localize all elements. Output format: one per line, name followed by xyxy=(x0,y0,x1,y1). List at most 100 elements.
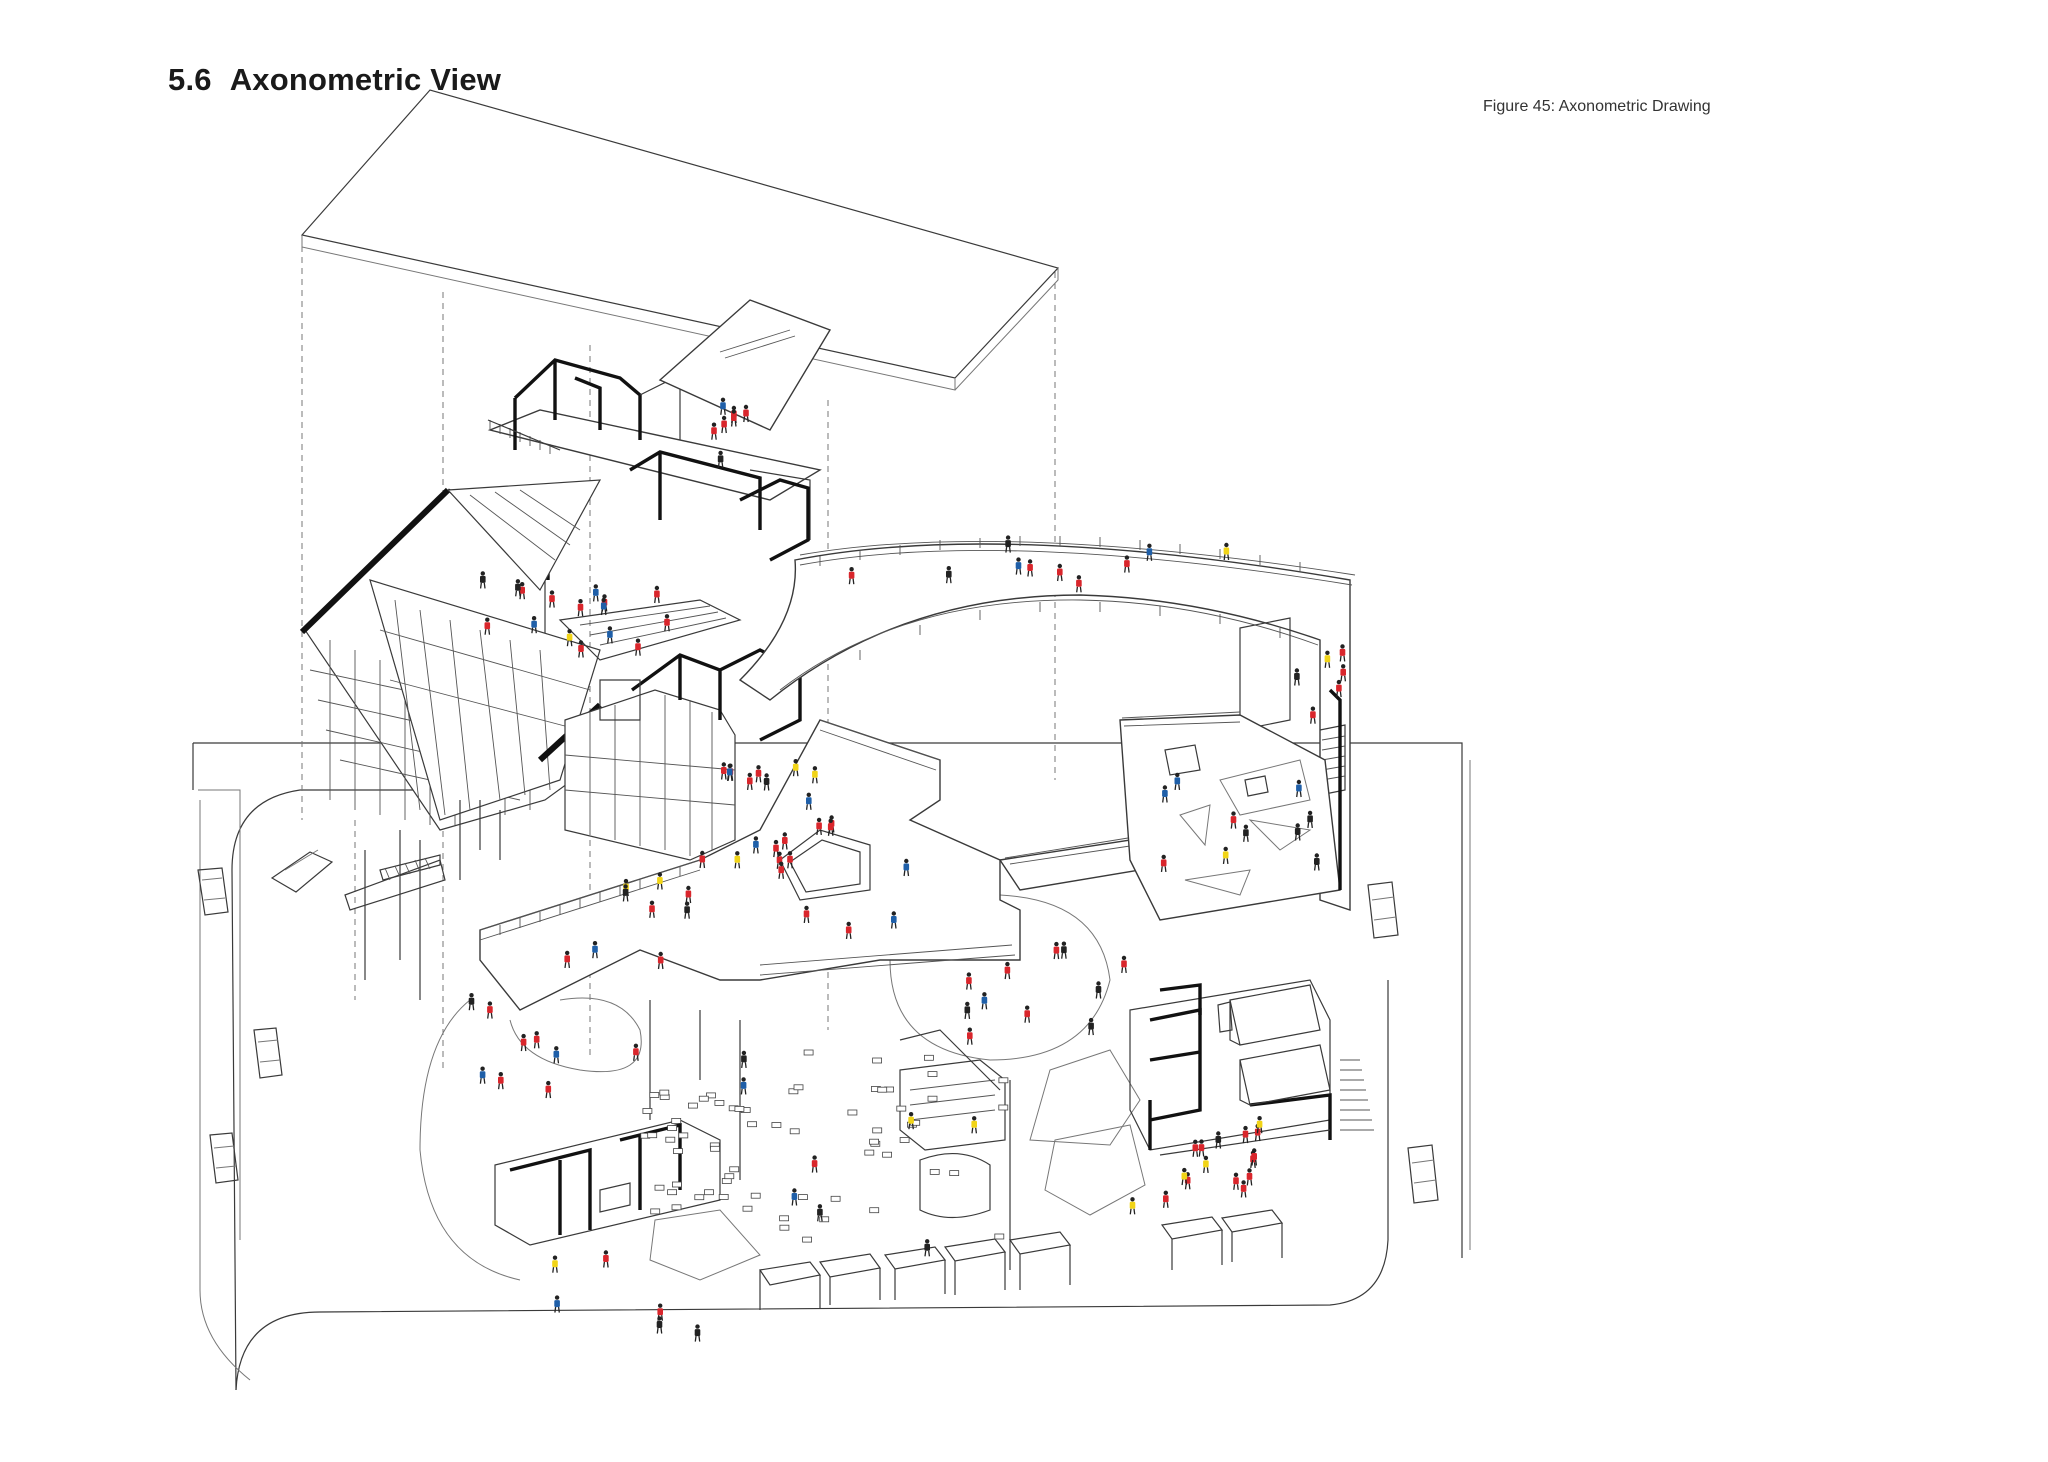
cafe-table xyxy=(698,1095,709,1102)
person-figure xyxy=(720,397,726,415)
cafe-table xyxy=(694,1194,705,1201)
cafe-table xyxy=(929,1169,940,1175)
person-figure xyxy=(694,1324,701,1342)
person-figure xyxy=(603,1250,609,1268)
person-figure xyxy=(1336,679,1342,698)
roof-plane xyxy=(300,89,1060,391)
person-figure xyxy=(468,993,475,1011)
person-figure xyxy=(1024,1005,1031,1023)
cafe-table xyxy=(729,1166,740,1173)
cafe-table xyxy=(654,1184,665,1191)
person-figure xyxy=(924,1239,931,1257)
curved-walkway xyxy=(738,536,1356,911)
car-northwest xyxy=(270,849,334,893)
person-figure xyxy=(656,1316,663,1334)
section-title: Axonometric View xyxy=(229,62,502,97)
cafe-table xyxy=(847,1109,858,1116)
person-figure xyxy=(545,1080,552,1099)
cafe-table xyxy=(671,1204,682,1211)
person-figure xyxy=(1230,811,1237,829)
person-figure xyxy=(743,404,749,423)
person-figure xyxy=(730,409,737,427)
car-west-2 xyxy=(253,1027,283,1079)
curved-glass-block xyxy=(564,648,802,861)
person-figure xyxy=(903,858,910,877)
cafe-table xyxy=(819,1216,830,1223)
person-figure xyxy=(607,626,613,644)
person-figure xyxy=(1056,563,1063,582)
cafe-table xyxy=(704,1189,714,1196)
entrance-canopy xyxy=(344,854,446,911)
person-figure xyxy=(1061,941,1067,959)
cafe-table xyxy=(899,1137,910,1143)
person-figure xyxy=(552,1255,558,1273)
person-figure xyxy=(981,992,988,1010)
person-figure xyxy=(1223,542,1230,561)
cafe-table xyxy=(896,1105,907,1112)
cafe-table xyxy=(721,1178,732,1184)
cafe-table xyxy=(672,1181,682,1188)
cafe-table xyxy=(779,1215,789,1222)
person-figure xyxy=(1181,1167,1188,1186)
person-figure xyxy=(664,614,670,632)
person-figure xyxy=(720,762,727,780)
person-figure xyxy=(1240,1180,1247,1198)
cafe-table xyxy=(882,1151,892,1158)
person-figure xyxy=(1251,1148,1258,1166)
cafe-table xyxy=(998,1077,1009,1084)
person-figure xyxy=(787,851,793,869)
person-figure xyxy=(553,1046,560,1064)
person-figure xyxy=(479,571,486,589)
cafe-table xyxy=(994,1233,1005,1240)
person-figure xyxy=(1027,559,1033,577)
person-figure xyxy=(1005,535,1011,553)
cafe-table xyxy=(742,1205,753,1212)
person-figure xyxy=(746,772,753,790)
person-figure xyxy=(1222,846,1229,864)
person-figure xyxy=(803,905,810,923)
cafe-table xyxy=(714,1100,725,1106)
cafe-table xyxy=(649,1092,660,1098)
cafe-table xyxy=(665,1136,676,1143)
person-figure xyxy=(484,617,491,635)
car-west-3 xyxy=(209,1132,239,1184)
person-figure xyxy=(1198,1139,1205,1157)
cafe-table xyxy=(750,1192,761,1199)
person-figure xyxy=(566,629,573,647)
person-figure xyxy=(734,851,741,869)
cafe-table xyxy=(667,1125,677,1131)
person-figure xyxy=(1339,644,1346,662)
person-figure xyxy=(592,584,599,602)
person-figure xyxy=(792,759,799,777)
cafe-table xyxy=(949,1170,960,1176)
upper-office-block xyxy=(487,299,832,562)
person-figure xyxy=(657,951,664,970)
cafe-table xyxy=(869,1207,880,1214)
market-tents xyxy=(758,1209,1284,1310)
cafe-table xyxy=(650,1208,661,1215)
person-figure xyxy=(753,836,759,854)
person-figure xyxy=(635,638,641,656)
person-figure xyxy=(890,911,897,929)
cafe-table xyxy=(803,1049,814,1056)
site-ground xyxy=(192,742,1471,1391)
cafe-table xyxy=(864,1149,875,1156)
cafe-table xyxy=(688,1102,698,1109)
person-figure xyxy=(1243,824,1249,842)
person-figure xyxy=(812,766,818,784)
cafe-table xyxy=(830,1195,841,1202)
person-figure xyxy=(1294,668,1300,686)
person-figure xyxy=(1162,785,1168,803)
person-figure xyxy=(479,1066,486,1084)
person-figure xyxy=(1340,664,1347,682)
person-figure xyxy=(1174,772,1181,790)
person-figure xyxy=(791,1188,798,1206)
person-figure xyxy=(1160,854,1167,872)
person-figure xyxy=(964,1001,971,1019)
car-west-1 xyxy=(197,867,229,916)
cafe-table xyxy=(798,1194,808,1200)
person-figure xyxy=(755,765,762,783)
person-figure xyxy=(966,1027,973,1045)
person-figure xyxy=(1233,1172,1239,1190)
